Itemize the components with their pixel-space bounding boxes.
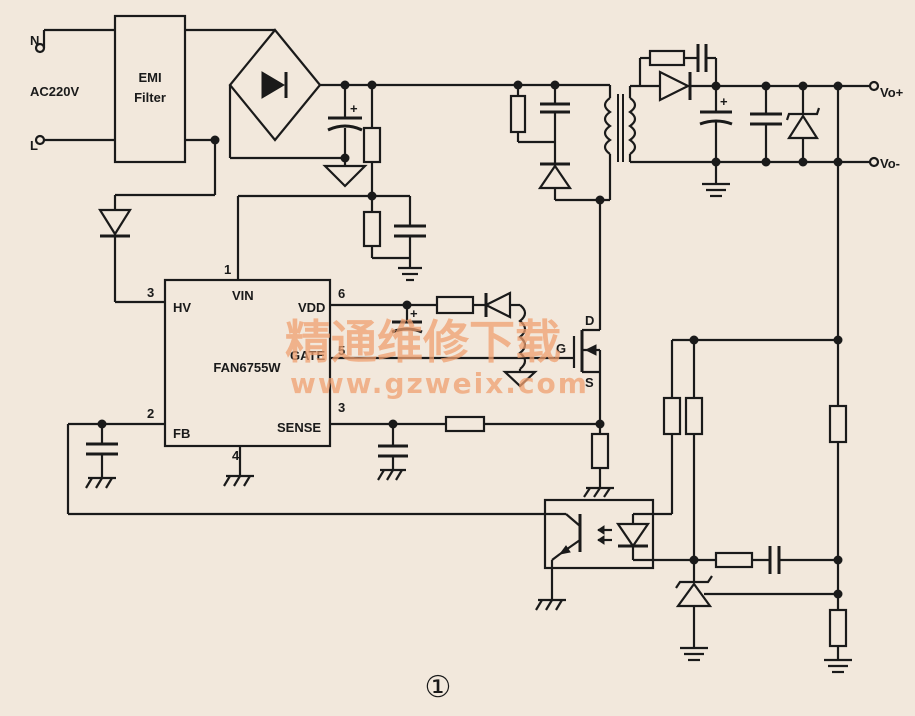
pin-vdd-number: 6: [338, 286, 345, 301]
bulk-capacitor: +: [322, 85, 368, 188]
optocoupler: [535, 498, 694, 611]
hv-diode: [98, 193, 215, 304]
emi-filter: EMI Filter: [113, 14, 275, 164]
emi-label-1: EMI: [138, 70, 161, 85]
pin-gnd-number: 4: [232, 448, 240, 463]
mosfet-source-label: S: [585, 375, 594, 390]
mosfet-drain-label: D: [585, 313, 594, 328]
transformer: [603, 94, 637, 200]
svg-text:+: +: [720, 94, 728, 109]
l-label: L: [30, 138, 38, 153]
rcd-snubber: [509, 85, 610, 202]
svg-text:+: +: [410, 306, 418, 321]
pin-hv-label: HV: [173, 300, 191, 315]
pin-fb-label: FB: [173, 426, 190, 441]
ac-voltage-label: AC220V: [30, 84, 79, 99]
secondary-feedback: [652, 338, 852, 674]
pin-fb-number: 2: [147, 406, 154, 421]
pin-gate-label: GATE: [290, 348, 325, 363]
ac-input: N L AC220V: [30, 28, 115, 153]
feedback-network: [66, 422, 548, 516]
pin-gate-number: 5: [338, 343, 345, 358]
vdd-supply: +: [330, 291, 538, 388]
pin-vin-number: 1: [224, 262, 231, 277]
n-label: N: [30, 33, 39, 48]
current-sense: [330, 415, 614, 498]
emi-label-2: Filter: [134, 90, 166, 105]
output-rectifier: [628, 44, 870, 164]
figure-number: ①: [425, 670, 452, 705]
svg-text:+: +: [350, 101, 358, 116]
startup-divider: [236, 85, 426, 282]
pin-vdd-label: VDD: [298, 300, 325, 315]
vo-plus-label: Vo+: [880, 85, 904, 100]
fan6755w-ic: FAN6755W HV 3 VIN 1 VDD 6 GATE 5 FB 2 SE…: [147, 262, 345, 487]
ic-name: FAN6755W: [213, 360, 281, 375]
pin-vin-label: VIN: [232, 288, 254, 303]
mosfet-gate-label: G: [556, 341, 566, 356]
bridge-rectifier: [228, 28, 345, 158]
junction-dots: [97, 80, 843, 599]
output-terminals: Vo+ Vo-: [868, 80, 904, 171]
watermark-chinese: 精通维修下载: [285, 315, 561, 369]
watermark-url: www.gzweix.com: [290, 367, 589, 400]
pin-sense-number: 3: [338, 400, 345, 415]
output-filter: +: [699, 86, 840, 340]
pin-hv-number: 3: [147, 285, 154, 300]
vo-minus-label: Vo-: [880, 156, 900, 171]
pin-sense-label: SENSE: [277, 420, 321, 435]
